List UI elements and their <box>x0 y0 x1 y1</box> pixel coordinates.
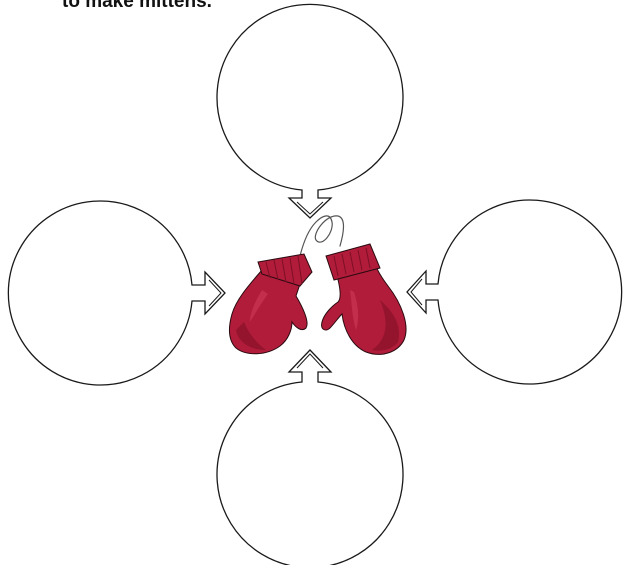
mitten-string <box>300 216 344 256</box>
top-bubble[interactable] <box>217 4 403 218</box>
right-bubble[interactable] <box>407 200 622 384</box>
top-bubble-outline[interactable] <box>217 4 403 218</box>
left-mitten <box>229 254 312 354</box>
left-bubble[interactable] <box>8 201 225 385</box>
bottom-bubble-outline[interactable] <box>217 350 403 565</box>
right-mitten <box>322 244 406 354</box>
left-bubble-outline[interactable] <box>8 201 225 385</box>
right-bubble-outline[interactable] <box>407 200 622 384</box>
bottom-bubble[interactable] <box>217 350 403 565</box>
mittens-icon <box>229 216 406 354</box>
